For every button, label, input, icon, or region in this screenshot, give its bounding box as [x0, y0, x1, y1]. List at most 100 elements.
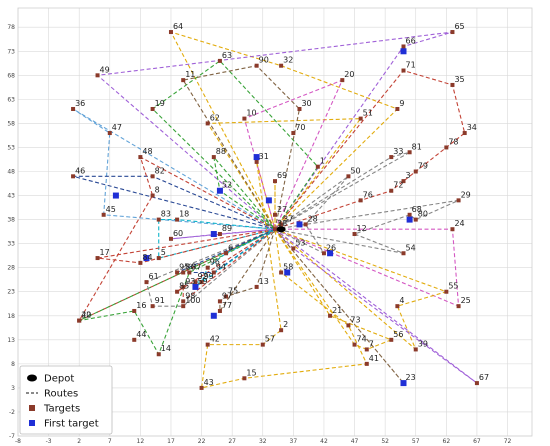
target-label: 14 [161, 344, 171, 353]
target-label: 75 [228, 287, 238, 296]
target-marker [150, 106, 155, 111]
x-tick-label: -3 [46, 438, 52, 445]
target-marker [254, 159, 259, 164]
target-marker [462, 131, 467, 136]
target-marker [254, 63, 259, 68]
target-marker [199, 280, 204, 285]
x-tick-label: 72 [504, 438, 512, 445]
target-marker [279, 328, 284, 333]
target-marker [217, 58, 222, 63]
legend-first-target-swatch [29, 420, 35, 426]
target-marker [401, 179, 406, 184]
target-label: 51 [363, 109, 373, 118]
target-marker [413, 347, 418, 352]
target-marker [150, 174, 155, 179]
target-marker [358, 116, 363, 121]
target-marker [413, 169, 418, 174]
y-tick-label: 13 [7, 337, 15, 344]
first-target-marker [210, 312, 217, 319]
y-tick-label: -2 [9, 409, 15, 416]
target-marker [144, 280, 149, 285]
target-marker [401, 44, 406, 49]
target-marker [401, 68, 406, 73]
target-label: 5 [161, 248, 166, 257]
target-label: 96 [210, 258, 220, 267]
target-label: 27 [277, 205, 287, 214]
target-marker [389, 155, 394, 160]
target-label: 59 [197, 277, 207, 286]
target-marker [181, 78, 186, 83]
target-marker [211, 155, 216, 160]
target-label: 86 [185, 262, 195, 271]
target-marker [340, 78, 345, 83]
target-marker [211, 270, 216, 275]
target-marker [156, 352, 161, 357]
legend-label: Targets [43, 404, 80, 415]
target-marker [175, 270, 180, 275]
target-label: 3 [406, 171, 411, 180]
legend-depot-swatch [27, 374, 37, 382]
target-label: 58 [283, 262, 293, 271]
x-tick-label: 7 [108, 438, 112, 445]
target-marker [474, 381, 479, 386]
target-label: 38 [277, 219, 287, 228]
target-marker [273, 212, 277, 217]
target-label: 70 [295, 123, 305, 132]
target-marker [260, 342, 265, 347]
target-label: 7 [369, 339, 374, 348]
target-label: 33 [393, 147, 403, 156]
target-marker [352, 232, 357, 237]
x-tick-label: 17 [167, 438, 175, 445]
target-label: 2 [283, 320, 288, 329]
target-marker [224, 294, 229, 299]
x-tick-label: 2 [77, 438, 81, 445]
target-marker [364, 361, 369, 366]
target-label: 87 [191, 262, 201, 271]
target-label: 43 [204, 378, 214, 387]
target-label: 62 [210, 113, 220, 122]
target-marker [107, 131, 112, 136]
target-label: 52 [222, 181, 232, 190]
target-label: 68 [412, 205, 422, 214]
target-label: 40 [81, 311, 91, 320]
route-path [274, 69, 466, 230]
target-marker [444, 145, 449, 150]
target-label: 80 [418, 210, 428, 219]
y-tick-label: 48 [7, 169, 15, 176]
target-label: 90 [259, 56, 269, 65]
target-label: 53 [295, 238, 305, 247]
target-label: 54 [406, 243, 416, 252]
target-marker [150, 193, 155, 198]
target-label: 6 [228, 243, 233, 252]
route-path [243, 79, 344, 230]
target-marker [132, 308, 137, 313]
target-label: 61 [149, 272, 159, 281]
x-tick-label: 67 [473, 438, 481, 445]
target-marker [328, 313, 333, 318]
route-path [72, 108, 276, 230]
target-marker [273, 227, 277, 232]
route-path [206, 118, 362, 230]
first-target-marker [406, 216, 413, 223]
target-label: 66 [406, 36, 416, 45]
x-tick-label: 47 [351, 438, 359, 445]
target-marker [364, 347, 369, 352]
target-label: 97 [222, 291, 232, 300]
target-marker [77, 318, 82, 323]
target-marker [199, 385, 204, 390]
target-label: 83 [161, 210, 171, 219]
target-label: 77 [222, 301, 232, 310]
target-label: 72 [393, 181, 403, 190]
y-tick-label: 33 [7, 241, 15, 248]
target-label: 55 [448, 282, 458, 291]
target-label: 23 [406, 373, 416, 382]
target-label: 11 [185, 70, 195, 79]
target-marker [346, 323, 351, 328]
target-label: 69 [277, 171, 287, 180]
target-marker [217, 232, 222, 237]
target-label: 4 [399, 296, 404, 305]
target-label: 100 [185, 296, 200, 305]
route-path [212, 155, 276, 230]
